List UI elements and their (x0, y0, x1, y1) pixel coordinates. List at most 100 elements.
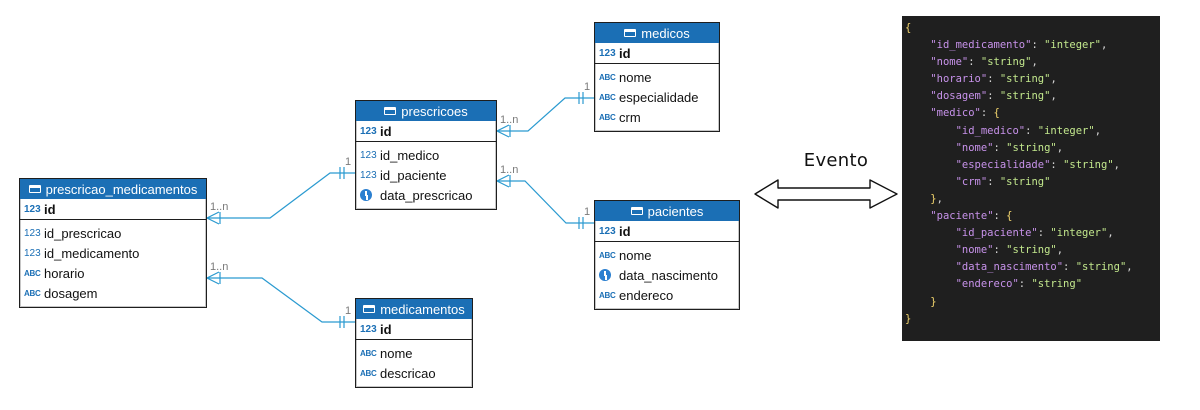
json-str-token: "string" (1031, 278, 1083, 291)
json-line: "horario": "string", (905, 73, 1056, 86)
evento-label: Evento (803, 150, 869, 171)
json-line: "id_paciente": "integer", (905, 227, 1114, 239)
string-type-icon: ABC (599, 92, 616, 102)
table-header[interactable]: medicamentos (356, 299, 472, 319)
json-punc-token: : (987, 73, 1000, 86)
table-header[interactable]: prescricao_medicamentos (20, 179, 206, 199)
cardinality-many-label: 1..n (500, 164, 518, 176)
column-name: id (619, 45, 631, 61)
json-punc-token: , (1056, 141, 1064, 154)
column-row[interactable]: data_prescricao (356, 185, 496, 205)
string-type-icon: ABC (599, 290, 616, 300)
column-name: id_prescricao (44, 225, 122, 241)
string-type-icon: ABC (599, 250, 616, 260)
column-name: descricao (380, 365, 436, 381)
json-punc-token: , (1050, 90, 1057, 103)
json-line: "paciente": { (905, 210, 1012, 222)
json-str-token: "string" (999, 90, 1051, 103)
json-punc-token: , (1056, 244, 1064, 257)
numeric-type-icon: 123 (599, 47, 616, 59)
table-icon (363, 305, 376, 313)
cardinality-one-label: 1 (345, 156, 351, 168)
column-row[interactable]: data_nascimento (595, 265, 739, 285)
column-name: nome (619, 247, 652, 263)
numeric-type-icon: 123 (24, 247, 41, 259)
relationship-line (207, 172, 355, 219)
json-punc-token: , (1094, 124, 1102, 137)
json-key-token: "id_medico" (955, 124, 1026, 137)
table-name: prescricao_medicamentos (45, 181, 198, 197)
column-name: id_medicamento (44, 245, 140, 261)
table-name: medicamentos (380, 301, 465, 317)
json-key-token: "horario" (930, 73, 988, 86)
json-punc-token: , (1113, 158, 1120, 171)
json-key-token: "medico" (930, 107, 981, 120)
table-name: medicos (641, 25, 690, 41)
json-punc-token: : (980, 107, 994, 120)
cardinality-one-label: 1 (584, 81, 590, 93)
json-key-token: "crm" (955, 175, 988, 188)
json-line: "crm": "string" (905, 175, 1051, 188)
table-header[interactable]: pacientes (595, 201, 739, 221)
numeric-type-icon: 123 (360, 169, 377, 181)
json-key-token: "dosagem" (930, 90, 988, 103)
cardinality-many-label: 1..n (210, 201, 228, 213)
json-line: "id_medico": "integer", (905, 125, 1101, 137)
numeric-type-icon: 123 (360, 149, 377, 161)
column-name: horario (44, 265, 85, 281)
json-punc-token: : (1037, 227, 1051, 240)
numeric-type-icon: 123 (24, 203, 41, 215)
table-icon (384, 107, 397, 115)
column-name: id (619, 223, 631, 239)
column-name: dosagem (44, 285, 98, 301)
json-brace-token: } (905, 312, 912, 325)
table-icon (624, 29, 637, 37)
numeric-type-icon: 123 (24, 227, 41, 239)
json-schema-panel[interactable]: { "id_medicamento": "integer", "nome": "… (902, 16, 1160, 341)
json-key-token: "data_nascimento" (955, 261, 1064, 274)
json-str-token: "integer" (1050, 227, 1108, 240)
json-str-token: "integer" (1044, 39, 1102, 52)
json-line: { (905, 22, 911, 34)
column-name: id (380, 321, 392, 337)
json-punc-token: : (987, 90, 1000, 103)
table-name: pacientes (647, 203, 704, 219)
table-header[interactable]: medicos (595, 23, 719, 43)
json-brace-token: { (993, 107, 1000, 120)
table-header[interactable]: prescricoes (356, 101, 496, 121)
string-type-icon: ABC (360, 368, 377, 378)
json-punc-token: : (968, 56, 981, 69)
json-line: } (905, 313, 911, 325)
numeric-type-icon: 123 (360, 125, 377, 137)
column-name: data_prescricao (380, 187, 473, 203)
json-str-token: "string" (1075, 261, 1127, 274)
json-line: "nome": "string", (905, 56, 1038, 68)
